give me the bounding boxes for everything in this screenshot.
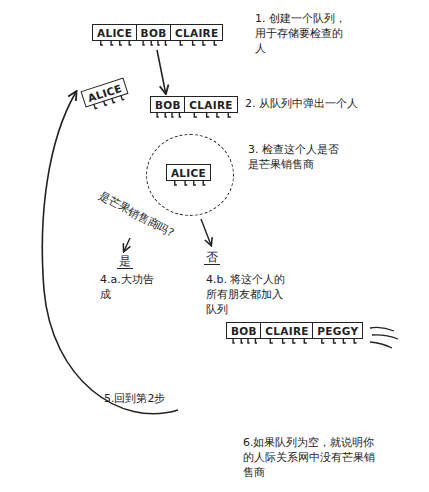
node-text: PEGGY xyxy=(317,325,358,337)
queue-person-box: CLAIRE xyxy=(184,96,238,113)
node-text: 是芒果销售商吗? xyxy=(96,188,176,240)
node-text: BOB xyxy=(141,27,167,39)
step-note: 3. 检查这个人是否是芒果销售商 xyxy=(248,143,340,173)
note-text: 3. 检查这个人是否是芒果销售商 xyxy=(248,143,339,171)
note-text: 1. 创建一个队列，用于存储要检查的人 xyxy=(255,12,346,55)
check-circle: 是芒果销售商吗?ALICE xyxy=(146,134,234,216)
note-text: 是 xyxy=(117,254,133,269)
person-legs xyxy=(185,112,237,118)
no-branch-line xyxy=(201,219,211,245)
node-text: CLAIRE xyxy=(265,325,309,337)
step-note: 2. 从队列中弹出一个人 xyxy=(245,97,365,112)
note-text: 5.回到第2步 xyxy=(104,392,166,405)
person-legs xyxy=(171,40,223,46)
node-text: CLAIRE xyxy=(175,27,219,39)
person-legs xyxy=(167,180,210,186)
queue-arrow xyxy=(157,50,166,93)
queue-person-box: PEGGY xyxy=(312,322,363,339)
queue-person-box: CLAIRE xyxy=(260,322,314,339)
person-legs xyxy=(261,338,313,344)
queue-person-box: CLAIRE xyxy=(170,24,224,41)
step-note: 1. 创建一个队列，用于存储要检查的人 xyxy=(255,12,347,57)
step-note: 5.回到第2步 xyxy=(104,392,184,407)
node-text: ALICE xyxy=(97,27,132,39)
note-text: 6.如果队列为空，就说明你的人际关系网中没有芒果销售商 xyxy=(243,436,375,479)
queue-person-box: BOB xyxy=(226,322,262,339)
step-note: 4.b. 将这个人的所有朋友都加入队列 xyxy=(206,273,286,318)
note-text: 4.a.大功告成 xyxy=(100,273,154,301)
person-legs xyxy=(151,112,185,118)
step-note: 是 xyxy=(117,253,133,270)
node-text: BOB xyxy=(155,99,181,111)
node-text: ALICE xyxy=(86,82,123,104)
queue-person-box: BOB xyxy=(136,24,172,41)
queue-person-box: ALICE xyxy=(166,164,211,181)
node-text: CLAIRE xyxy=(189,99,233,111)
note-text: 4.b. 将这个人的所有朋友都加入队列 xyxy=(206,273,285,316)
loop-back-arrow xyxy=(42,92,178,414)
queue-person-box: BOB xyxy=(150,96,186,113)
person-legs xyxy=(93,40,136,46)
motion-lines xyxy=(370,327,398,348)
person-legs xyxy=(227,338,261,344)
person-legs xyxy=(137,40,171,46)
node-text: BOB xyxy=(231,325,257,337)
queue-person-box: ALICE xyxy=(80,77,128,107)
note-text: 2. 从队列中弹出一个人 xyxy=(245,97,358,110)
step-note: 4.a.大功告成 xyxy=(100,273,162,303)
note-text: 否 xyxy=(204,250,220,265)
step-note: 6.如果队列为空，就说明你的人际关系网中没有芒果销售商 xyxy=(243,436,375,481)
node-text: ALICE xyxy=(171,167,206,179)
step-note: 否 xyxy=(204,249,220,266)
queue-person-box: ALICE xyxy=(92,24,137,41)
yes-branch-line xyxy=(124,238,130,251)
person-legs xyxy=(313,338,362,344)
